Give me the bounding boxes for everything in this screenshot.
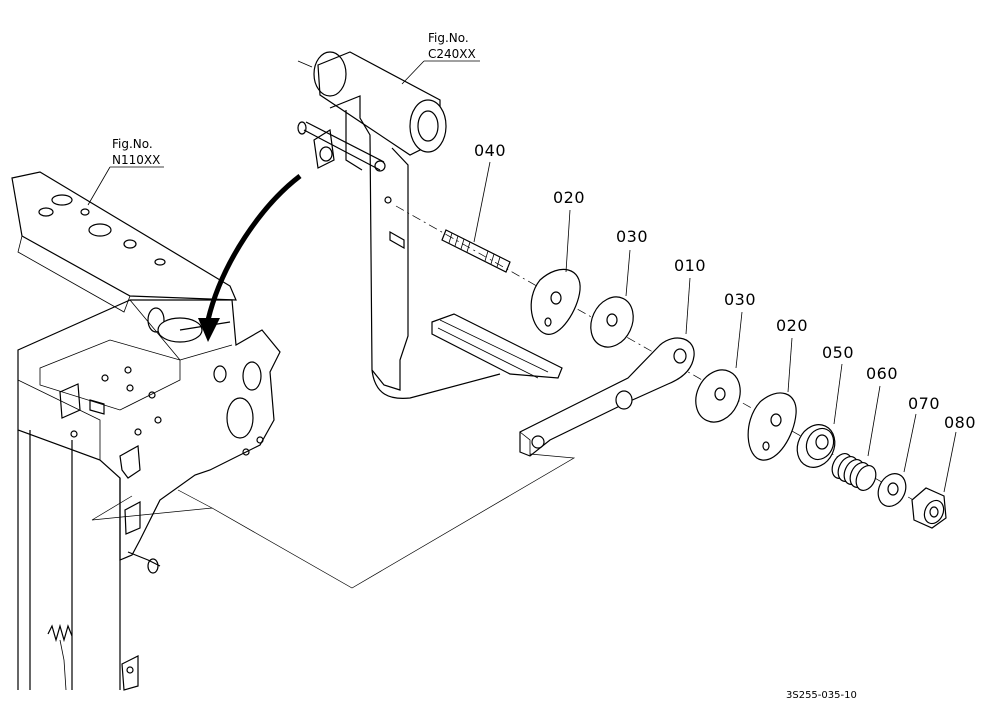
callout-030: 030 <box>724 290 756 309</box>
callout-050: 050 <box>822 343 854 362</box>
callout-010: 010 <box>674 256 706 275</box>
callout-020: 020 <box>776 316 808 335</box>
bolt-040 <box>441 161 511 273</box>
washer-070 <box>877 413 917 507</box>
callout-080: 080 <box>944 413 976 432</box>
fig-ref-c240xx: Fig.No. C240XX <box>401 31 480 85</box>
plate-020-left <box>530 209 581 335</box>
fig-ref-n110xx: Fig.No. N110XX <box>87 137 164 206</box>
callout-060: 060 <box>866 364 898 383</box>
pedal-assembly <box>297 51 563 399</box>
plate-020-right <box>747 337 797 461</box>
diagram-code: 3S255-035-10 <box>786 690 857 701</box>
arm-link-010 <box>519 277 695 457</box>
frame-assembly <box>11 171 281 691</box>
collar-050 <box>796 363 843 468</box>
callout-070: 070 <box>908 394 940 413</box>
part-callouts: 040 020 030 010 030 020 050 060 070 080 <box>474 141 976 432</box>
spring-060 <box>831 385 881 491</box>
fig-label: Fig.No. <box>428 31 469 45</box>
callout-030: 030 <box>616 227 648 246</box>
nut-080 <box>911 431 957 529</box>
washer-030-left <box>590 249 634 348</box>
fig-label: Fig.No. <box>112 137 153 151</box>
assembly-arrow <box>198 174 302 342</box>
fig-code: C240XX <box>428 47 476 61</box>
fig-code: N110XX <box>112 153 160 167</box>
callout-040: 040 <box>474 141 506 160</box>
phantom-lines <box>91 453 576 589</box>
callout-020: 020 <box>553 188 585 207</box>
washer-030-right <box>695 311 743 423</box>
